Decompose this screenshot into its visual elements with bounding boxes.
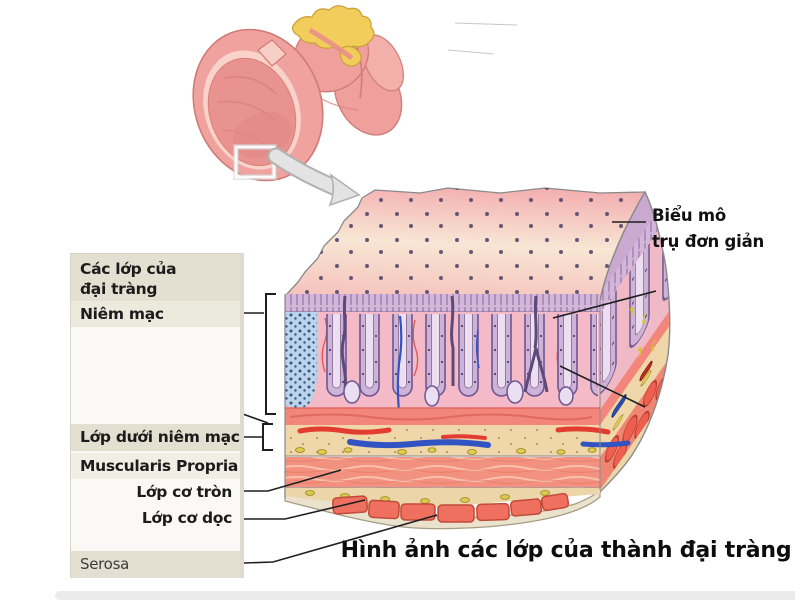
leader-crypt bbox=[559, 365, 646, 408]
panel-title: Các lớp của đại tràng bbox=[71, 254, 240, 301]
panel-title-line1: Các lớp của bbox=[80, 260, 177, 278]
tissue-block bbox=[284, 187, 671, 530]
colon-body bbox=[192, 28, 324, 182]
zoom-arrow-icon bbox=[267, 147, 361, 207]
label-muscularis-propria: Muscularis Propria bbox=[71, 453, 240, 479]
leader-longitudinal-muscle bbox=[240, 499, 366, 520]
faint-label-remnant-lines bbox=[447, 22, 518, 55]
layer-muscularis-mucosae bbox=[285, 407, 600, 425]
label-circular-muscle: Lớp cơ tròn bbox=[136, 483, 232, 501]
label-simple-columnar-epithelium: Biểu mô trụ đơn giản bbox=[652, 203, 797, 255]
leader-gland-cells bbox=[552, 290, 657, 319]
cut-face-outline bbox=[599, 190, 671, 493]
layer-label-panel: Các lớp của đại tràng Niêm mạc Lớp dưới … bbox=[70, 253, 244, 578]
leader-serosa bbox=[243, 514, 438, 564]
submucosa-vessels bbox=[297, 426, 631, 449]
lymphoid-nodule bbox=[285, 312, 317, 409]
panel-title-line2: đại tràng bbox=[80, 280, 158, 298]
leader-muscularis-mucosae bbox=[239, 412, 269, 424]
layer-circular-muscle bbox=[285, 457, 600, 489]
label-longitudinal-muscle: Lớp cơ dọc bbox=[141, 509, 232, 527]
colon-wall-notch bbox=[257, 39, 287, 67]
epithelium-label-line1: Biểu mô bbox=[652, 206, 727, 225]
bracket-mucosa bbox=[265, 293, 276, 415]
bracket-submucosa bbox=[262, 423, 273, 451]
colon-cutaway-illustration bbox=[192, 5, 518, 207]
epithelium-label-line2: trụ đơn giản bbox=[652, 232, 765, 251]
label-submucosa: Lớp dưới niêm mạc bbox=[71, 424, 240, 451]
layer-epithelium-top-surface bbox=[286, 187, 646, 301]
colon-fat-band bbox=[291, 5, 375, 67]
figure-caption: Hình ảnh các lớp của thành đại tràng bbox=[340, 538, 792, 563]
layer-mucosa bbox=[285, 295, 600, 429]
layer-longitudinal-muscle bbox=[332, 492, 570, 523]
submucosa-fat-cells bbox=[295, 447, 597, 455]
label-mucosa: Niêm mạc bbox=[71, 301, 240, 327]
gland-ducts bbox=[340, 295, 549, 393]
layer-submucosa bbox=[285, 425, 631, 457]
layer-epithelium-band bbox=[285, 294, 600, 313]
video-progress-bar[interactable] bbox=[55, 591, 795, 600]
label-serosa: Serosa bbox=[71, 551, 240, 578]
leader-circular-muscle bbox=[244, 469, 342, 492]
gland-cross-sections bbox=[343, 380, 574, 407]
leader-lines bbox=[239, 221, 657, 564]
